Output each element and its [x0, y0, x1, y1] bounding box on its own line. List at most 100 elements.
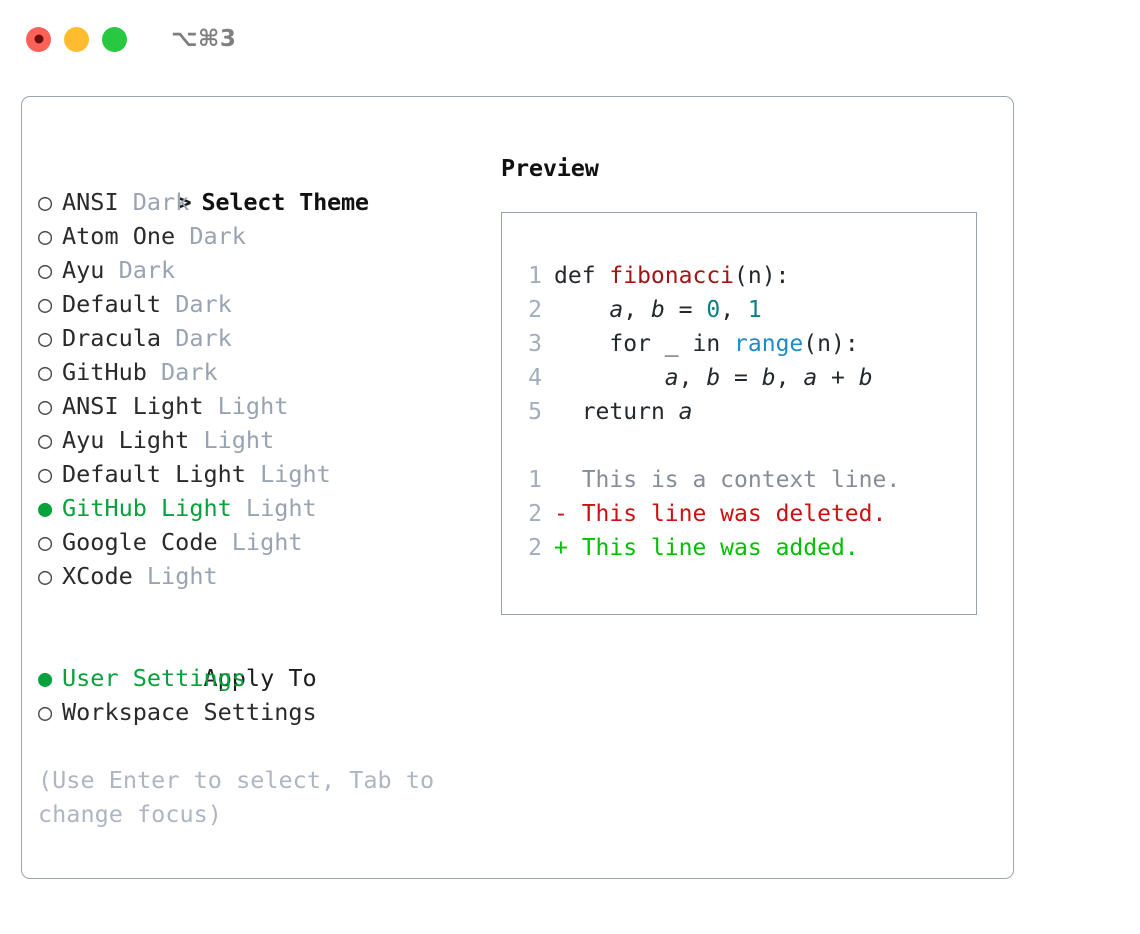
theme-name-label: XCode — [62, 562, 133, 590]
theme-variant-badge: Light — [231, 494, 317, 522]
radio-unselected-icon: ○ — [38, 290, 53, 318]
radio-unselected-icon: ○ — [38, 392, 53, 420]
radio-unselected-icon: ○ — [38, 698, 53, 726]
code-token-num: 0 — [706, 297, 721, 323]
maximize-button[interactable] — [102, 26, 127, 52]
select-theme-header-label: Select Theme — [201, 188, 369, 216]
theme-list-item[interactable]: ●GitHub Light Light — [38, 491, 498, 525]
code-line: 4 a, b = b, a + b — [518, 361, 968, 395]
apply-to-header: Apply To — [38, 627, 498, 692]
code-token-plain — [554, 365, 665, 391]
keyboard-hint: (Use Enter to select, Tab to change focu… — [38, 766, 449, 828]
diff-line: 1 This is a context line. — [518, 463, 968, 497]
diff-text: This line was added. — [567, 535, 859, 561]
theme-list-item[interactable]: ○Default Light Light — [38, 457, 498, 491]
theme-name-label: Atom One — [62, 222, 176, 250]
theme-list-item[interactable]: ○Google Code Light — [38, 525, 498, 559]
theme-list-item[interactable]: ○ XCode Light — [38, 559, 498, 593]
theme-list-item[interactable]: ○ Default Dark — [38, 287, 498, 321]
main-panel: >Select Theme ○ANSI Dark○Atom One Dark○A… — [21, 96, 1014, 879]
code-token-punct: = — [720, 365, 762, 391]
code-token-var: a — [609, 297, 624, 323]
theme-list-item[interactable]: ○ANSI Dark — [38, 185, 498, 219]
code-token-kw: return — [581, 399, 679, 425]
line-number: 3 — [528, 331, 542, 357]
radio-unselected-icon: ○ — [38, 562, 53, 590]
theme-list-item[interactable]: ○ ANSI Light Light — [38, 389, 498, 423]
code-token-var: b — [761, 365, 776, 391]
theme-variant-badge: Light — [203, 392, 289, 420]
theme-list-item[interactable]: ○GitHub Dark — [38, 355, 498, 389]
theme-list-item[interactable]: ○Ayu Dark — [38, 253, 498, 287]
apply-to-item[interactable]: ○ Workspace Settings — [38, 695, 498, 729]
traffic-lights — [26, 26, 127, 52]
code-diff-gap — [518, 429, 968, 463]
code-token-var: a — [803, 365, 818, 391]
code-token-punct: (n): — [734, 263, 790, 289]
theme-variant-badge: Dark — [104, 256, 176, 284]
shortcut-label: ⌥⌘3 — [171, 26, 237, 52]
diff-text: This line was deleted. — [567, 501, 887, 527]
theme-name-label: Dracula — [62, 324, 162, 352]
code-line: 3 for _ in range(n): — [518, 327, 968, 361]
theme-list-item[interactable]: ○Atom One Dark — [38, 219, 498, 253]
code-token-punct: = — [664, 297, 707, 323]
radio-unselected-icon: ○ — [38, 528, 53, 556]
line-number: 1 — [528, 263, 542, 289]
theme-variant-badge: Light — [245, 460, 331, 488]
theme-name-label: GitHub Light — [62, 494, 232, 522]
theme-variant-badge: Dark — [146, 358, 218, 386]
minimize-button[interactable] — [64, 26, 89, 52]
diff-sign — [554, 467, 568, 493]
code-token-plain — [554, 297, 609, 323]
theme-list-item[interactable]: ○Dracula Dark — [38, 321, 498, 355]
code-token-kw: for — [609, 331, 665, 357]
line-number: 2 — [528, 297, 542, 323]
diff-line: 2- This line was deleted. — [518, 497, 968, 531]
theme-variant-badge: Dark — [161, 324, 232, 352]
code-token-kw: def — [554, 263, 610, 289]
code-token-kw: in — [692, 331, 735, 357]
apply-to-label: Workspace Settings — [62, 698, 317, 726]
code-token-punct: , — [775, 365, 804, 391]
theme-name-label: Default — [62, 290, 162, 318]
theme-variant-badge: Dark — [161, 290, 232, 318]
radio-unselected-icon: ○ — [38, 256, 53, 284]
code-token-punct: , — [678, 365, 707, 391]
code-token-var: a — [678, 399, 693, 425]
diff-line-number: 2 — [528, 501, 542, 527]
code-line: 2 a, b = 0, 1 — [518, 293, 968, 327]
diff-line-number: 2 — [528, 535, 542, 561]
theme-variant-badge: Light — [132, 562, 218, 590]
code-token-punct: , — [623, 297, 651, 323]
apply-to-list: ●User Settings ○ Workspace Settings — [38, 661, 498, 729]
diff-text: This is a context line. — [567, 467, 901, 493]
theme-name-label: ANSI Light — [62, 392, 204, 420]
diff-sign: + — [554, 535, 568, 561]
radio-unselected-icon: ○ — [38, 188, 53, 216]
code-token-fn: fibonacci — [609, 263, 735, 289]
radio-unselected-icon: ○ — [38, 222, 53, 250]
theme-list-item[interactable]: ○Ayu Light Light — [38, 423, 498, 457]
list-spacer — [38, 593, 498, 627]
theme-variant-badge: Light — [189, 426, 275, 454]
radio-unselected-icon: ○ — [38, 426, 53, 454]
diff-line: 2 + This line was added. — [518, 531, 968, 565]
theme-name-label: Default Light — [62, 460, 246, 488]
apply-to-item[interactable]: ●User Settings — [38, 661, 498, 695]
code-token-var: b — [858, 365, 873, 391]
title-bar: ⌥⌘3 — [0, 0, 1140, 78]
code-token-builtin: range — [734, 331, 804, 357]
diff-sample: 1 This is a context line.2- This line wa… — [518, 463, 968, 565]
preview-title: Preview — [501, 154, 599, 182]
close-button[interactable] — [26, 26, 51, 52]
theme-selector-column: >Select Theme ○ANSI Dark○Atom One Dark○A… — [38, 151, 498, 831]
code-token-punct: + — [817, 365, 859, 391]
theme-name-label: GitHub — [62, 358, 147, 386]
code-line: 5 return a — [518, 395, 968, 429]
code-token-var: b — [650, 297, 665, 323]
